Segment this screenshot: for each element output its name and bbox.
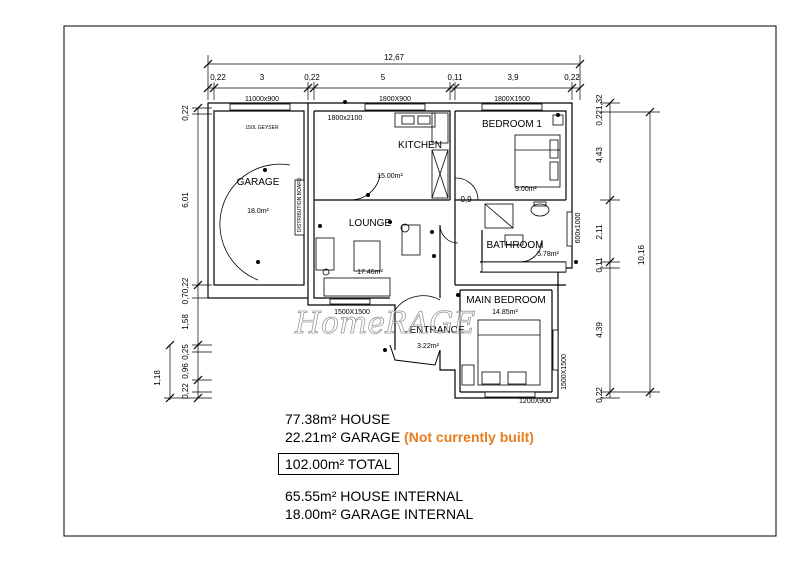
kitchen-units — [394, 112, 449, 199]
window-label-main-bed-bottom: 1200X900 — [519, 398, 551, 405]
distribution-board-label: DISTRIBUTION BOARD — [297, 177, 303, 232]
dim-top-seg-6: 3,9 — [507, 73, 519, 82]
walls — [207, 102, 573, 399]
dim-right-6: 0,22 — [595, 387, 604, 403]
dim-top-seg-3: 0,22 — [304, 73, 320, 82]
dim-right-3: 2,11 — [595, 224, 604, 240]
window-label-lounge-bottom: 1500X1500 — [334, 309, 370, 316]
bathroom-fixtures — [481, 201, 567, 273]
room-bedroom1-name: BEDROOM 1 — [482, 119, 542, 130]
room-kitchen-name: KITCHEN — [398, 140, 442, 151]
dim-top-seg-4: 5 — [381, 73, 386, 82]
room-bedroom1-area: 9.00m² — [515, 186, 537, 193]
window-label-bedroom1: 1800X1500 — [494, 96, 530, 103]
window-marks — [229, 103, 573, 398]
window-label-main-bed-side: 1500X1500 — [561, 354, 568, 390]
summary-house: 77.38m² HOUSE — [285, 411, 391, 427]
room-main-bedroom-name: MAIN BEDROOM — [466, 295, 545, 306]
room-bathroom-name: BATHROOM — [486, 240, 543, 251]
room-entrance-name: ENTRANCE — [409, 325, 464, 336]
summary-house-internal: 65.55m² HOUSE INTERNAL — [285, 488, 464, 504]
dim-top-seg-2: 3 — [260, 73, 265, 82]
dim-left-1: 0,22 — [181, 105, 190, 121]
dim-left-5: 0,25 — [181, 344, 190, 360]
window-label-lounge-inner: 1800x2100 — [328, 115, 363, 122]
room-garage-name: GARAGE — [237, 177, 280, 188]
distribution-board: DISTRIBUTION BOARD — [294, 177, 305, 236]
dim-top-seg-5: 0,11 — [448, 73, 464, 82]
entrance-porch — [389, 344, 441, 366]
summary-total: 102.00m² TOTAL — [278, 453, 399, 475]
window-label-garage: 11000x900 — [245, 96, 279, 103]
summary-garage-internal: 18.00m² GARAGE INTERNAL — [285, 506, 474, 522]
room-lounge-name: LOUNGE — [349, 218, 392, 229]
lounge-furniture — [315, 223, 421, 297]
summary-garage-note: (Not currently built) — [404, 429, 534, 445]
dim-left-3: 0,70,22 — [181, 277, 190, 304]
dim-right-outer: 10,16 — [637, 244, 646, 265]
watermark: HomeRAGE — [294, 306, 476, 341]
sheet-border — [63, 25, 777, 537]
main-bedroom-bed — [461, 319, 541, 386]
room-bathroom-area: 5.78m² — [537, 251, 559, 258]
dimension-ticks — [165, 59, 655, 403]
room-lounge-area: 17.46m² — [357, 269, 383, 276]
room-entrance-area: 3.22m² — [417, 343, 439, 350]
room-main-bedroom-area: 14.85m² — [492, 309, 518, 316]
dim-top-seg-1: 0,22 — [210, 73, 226, 82]
geyser-label: 150L GEYSER — [245, 125, 279, 131]
dim-left-6: 0,96 — [181, 363, 190, 379]
dim-left-outer: 1,18 — [153, 370, 162, 386]
dimension-lines — [164, 55, 660, 400]
dim-right-5: 4,39 — [595, 322, 604, 338]
dim-left-2: 6,01 — [181, 192, 190, 208]
window-label-bathroom: 600x1000 — [575, 213, 582, 244]
bedroom1-bed — [514, 114, 564, 188]
room-kitchen-area: 15.00m² — [377, 173, 403, 180]
electrical-points — [256, 100, 578, 352]
summary-garage-line: 22.21m² GARAGE (Not currently built) — [285, 429, 534, 445]
dim-left-7: 0,22 — [181, 383, 190, 399]
dim-top-seg-7: 0,22 — [564, 73, 580, 82]
dim-right-4: 0,11 — [595, 257, 604, 273]
dim-right-1: 0,221,32 — [595, 94, 604, 126]
dim-overall-width: 12,67 — [384, 53, 405, 62]
dim-left-4: 1,58 — [181, 314, 190, 330]
summary-garage: 22.21m² GARAGE — [285, 429, 401, 445]
window-label-kitchen: 1800X900 — [379, 96, 411, 103]
dim-right-2: 4,43 — [595, 147, 604, 163]
room-garage-area: 18.0m² — [247, 208, 269, 215]
door-swings — [219, 163, 543, 311]
